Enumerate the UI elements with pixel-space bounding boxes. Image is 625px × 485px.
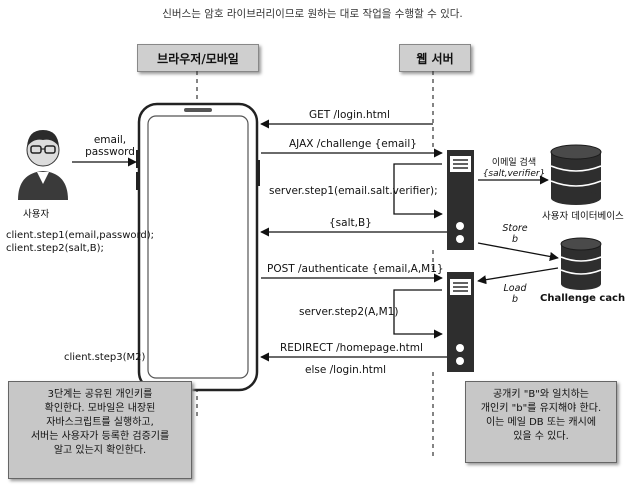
right-note-line: 공개키 "B"와 일치하는 xyxy=(492,389,590,400)
left-note-line: 확인한다. 모바일은 내장된 xyxy=(44,403,156,414)
email-lookup-title: 이메일 검색 xyxy=(491,158,537,168)
load-b-label: Load b xyxy=(498,283,532,305)
store-b-value: b xyxy=(511,234,519,245)
store-label: Store xyxy=(502,223,528,234)
load-b-value: b xyxy=(511,294,519,305)
credentials-label: email, password xyxy=(84,134,136,158)
challenge-cache-label: Challenge cache xyxy=(540,293,625,304)
right-note-line: 있을 수 있다. xyxy=(513,431,569,442)
email-lookup-label: 이메일 검색 {salt,verifier} xyxy=(478,158,550,180)
left-note: 3단계는 공유된 개인키를 확인한다. 모바일은 내장된 자바스크립트를 실행하… xyxy=(8,381,192,479)
challenge-cache-icon xyxy=(560,237,602,290)
server-tower-icon-2 xyxy=(447,272,474,372)
client-step2: client.step2(salt,B); xyxy=(6,243,104,254)
right-note-line: 개인키 "b"를 유지해야 한다. xyxy=(480,403,602,414)
server-lane-label: 웹 서버 xyxy=(399,44,471,72)
server-step1-loop xyxy=(393,163,443,219)
server-step1-label: server.step1(email.salt.verifier); xyxy=(269,185,438,197)
client-step1: client.step1(email,password); xyxy=(6,230,155,241)
post-authenticate-label: POST /authenticate {email,A,M1} xyxy=(267,263,444,275)
left-note-line: 3단계는 공유된 개인키를 xyxy=(47,389,153,400)
credentials-email: email, xyxy=(93,134,127,146)
browser-lane-label: 브라우저/모바일 xyxy=(137,44,259,72)
credentials-password: password xyxy=(85,146,135,158)
server-step2-label: server.step2(A,M1) xyxy=(299,306,399,318)
mobile-phone-icon xyxy=(136,102,260,392)
left-note-line: 알고 있는지 확인한다. xyxy=(53,445,147,456)
get-login-label: GET /login.html xyxy=(309,109,390,121)
user-db-label: 사용자 데이터베이스 xyxy=(542,211,624,222)
user-database-icon xyxy=(550,144,602,205)
else-login-label: else /login.html xyxy=(305,364,387,376)
server-step2-loop xyxy=(393,289,443,339)
store-b-label: Store b xyxy=(498,223,532,245)
ajax-challenge-label: AJAX /challenge {email} xyxy=(289,138,417,150)
right-note-line: 이는 메일 DB 또는 캐시에 xyxy=(485,417,597,428)
store-b-arrow xyxy=(477,242,559,261)
left-note-line: 서버는 사용자가 등록한 검증기를 xyxy=(30,431,170,442)
user-label: 사용자 xyxy=(23,209,50,220)
client-step3: client.step3(M2) xyxy=(64,352,146,363)
server-tower-icon-1 xyxy=(447,150,474,250)
salt-b-label: {salt,B} xyxy=(329,217,372,229)
right-note: 공개키 "B"와 일치하는 개인키 "b"를 유지해야 한다. 이는 메일 DB… xyxy=(465,381,617,463)
redirect-label: REDIRECT /homepage.html xyxy=(280,342,423,354)
user-person-icon xyxy=(18,130,68,200)
left-note-line: 자바스크립트를 실행하고, xyxy=(46,417,154,428)
figure-caption: 신버스는 암호 라이브러리이므로 원하는 대로 작업을 수행할 수 있다. xyxy=(162,8,463,20)
salt-verifier-label: {salt,verifier} xyxy=(482,169,546,179)
load-b-arrow xyxy=(477,267,559,285)
load-label: Load xyxy=(503,283,527,294)
